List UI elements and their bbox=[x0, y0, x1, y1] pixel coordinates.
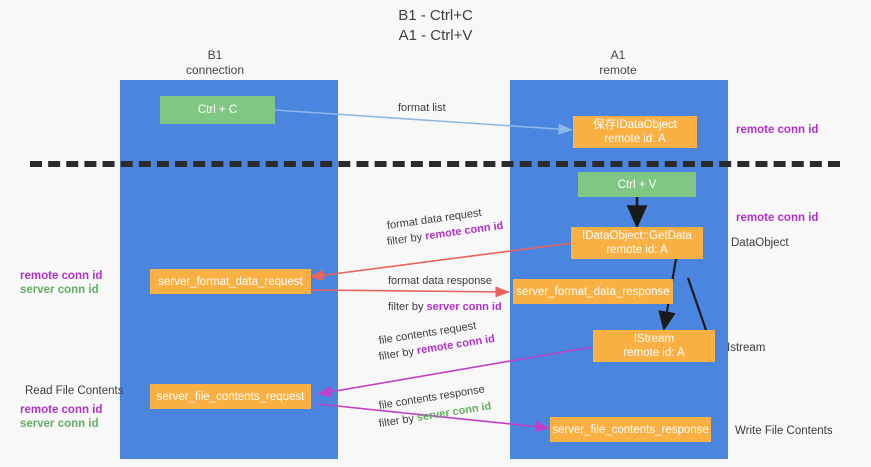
node-idataobject-getdata-line1: IDataObject::GetData bbox=[582, 230, 692, 242]
column-header-a1-name: A1 bbox=[610, 48, 626, 62]
edge-filter-prefix: filter by bbox=[386, 230, 427, 249]
diagram-title: B1 - Ctrl+C A1 - Ctrl+V bbox=[0, 6, 871, 46]
column-header-b1: B1 connection bbox=[155, 48, 275, 78]
node-server-format-data-request-label: server_format_data_request bbox=[158, 275, 303, 288]
node-server-file-contents-response[interactable]: server_file_contents_response bbox=[550, 417, 711, 442]
node-server-file-contents-response-label: server_file_contents_response bbox=[552, 423, 709, 436]
node-server-format-data-response[interactable]: server_format_data_response bbox=[513, 279, 673, 304]
column-header-a1-sub: remote bbox=[599, 63, 637, 77]
edge-label-format-data-request: format data request filter by remote con… bbox=[386, 207, 505, 249]
column-header-a1: A1 remote bbox=[558, 48, 678, 78]
phase-divider bbox=[30, 161, 840, 167]
annotation-write-file-contents: Write File Contents bbox=[735, 425, 833, 437]
edge-label-format-data-response-title: format data response bbox=[388, 275, 492, 287]
edge-label-format-data-response: format data response filter by server co… bbox=[388, 274, 502, 314]
node-idataobject-getdata-line2: remote id: A bbox=[606, 244, 668, 256]
annotation-left-server-conn-id-mid: server conn id bbox=[20, 284, 99, 296]
edge-label-file-contents-request: file contents request filter by remote c… bbox=[377, 320, 497, 364]
node-istream[interactable]: IStream remote id: A bbox=[593, 330, 715, 362]
node-server-format-data-response-label: server_format_data_response bbox=[516, 285, 670, 298]
annotation-istream: Istream bbox=[727, 342, 766, 354]
title-line-2: A1 - Ctrl+V bbox=[398, 27, 473, 44]
node-save-idataobject-line2: remote id: A bbox=[604, 133, 666, 145]
node-server-file-contents-request-label: server_file_contents_request bbox=[156, 390, 305, 403]
node-server-format-data-request[interactable]: server_format_data_request bbox=[150, 269, 311, 294]
node-istream-line1: IStream bbox=[633, 333, 675, 345]
node-ctrl-c-label: Ctrl + C bbox=[197, 104, 238, 116]
edge-filter-prefix: filter by bbox=[377, 345, 418, 364]
annotation-dataobject: DataObject bbox=[731, 237, 789, 249]
annotation-remote-conn-id-top: remote conn id bbox=[736, 124, 819, 136]
column-header-b1-name: B1 bbox=[207, 48, 223, 62]
annotation-remote-conn-id-mid: remote conn id bbox=[736, 212, 819, 224]
node-server-file-contents-request[interactable]: server_file_contents_request bbox=[150, 384, 311, 409]
node-ctrl-c[interactable]: Ctrl + C bbox=[160, 96, 275, 124]
column-header-b1-sub: connection bbox=[185, 63, 245, 77]
title-line-1: B1 - Ctrl+C bbox=[398, 7, 473, 24]
edge-label-format-list: format list bbox=[398, 102, 446, 114]
edge-label-format-data-response-filter: filter by server conn id bbox=[388, 300, 502, 314]
annotation-read-file-contents: Read File Contents bbox=[25, 385, 124, 397]
node-save-idataobject[interactable]: 保存IDataObject remote id: A bbox=[573, 116, 697, 148]
node-idataobject-getdata[interactable]: IDataObject::GetData remote id: A bbox=[571, 227, 703, 259]
edge-filter-prefix: filter by bbox=[377, 412, 418, 431]
annotation-left-server-conn-id-bottom: server conn id bbox=[20, 418, 99, 430]
node-ctrl-v[interactable]: Ctrl + V bbox=[578, 172, 696, 197]
node-istream-line2: remote id: A bbox=[623, 347, 685, 359]
annotation-left-remote-conn-id-bottom: remote conn id bbox=[20, 404, 103, 416]
node-save-idataobject-line1: 保存IDataObject bbox=[593, 119, 677, 131]
node-ctrl-v-label: Ctrl + V bbox=[617, 178, 657, 191]
annotation-left-remote-conn-id-mid: remote conn id bbox=[20, 270, 103, 282]
edge-label-file-contents-response: file contents response filter by server … bbox=[377, 383, 494, 431]
edge-filter-key: server conn id bbox=[426, 301, 502, 313]
edge-filter-prefix: filter by bbox=[388, 301, 427, 313]
